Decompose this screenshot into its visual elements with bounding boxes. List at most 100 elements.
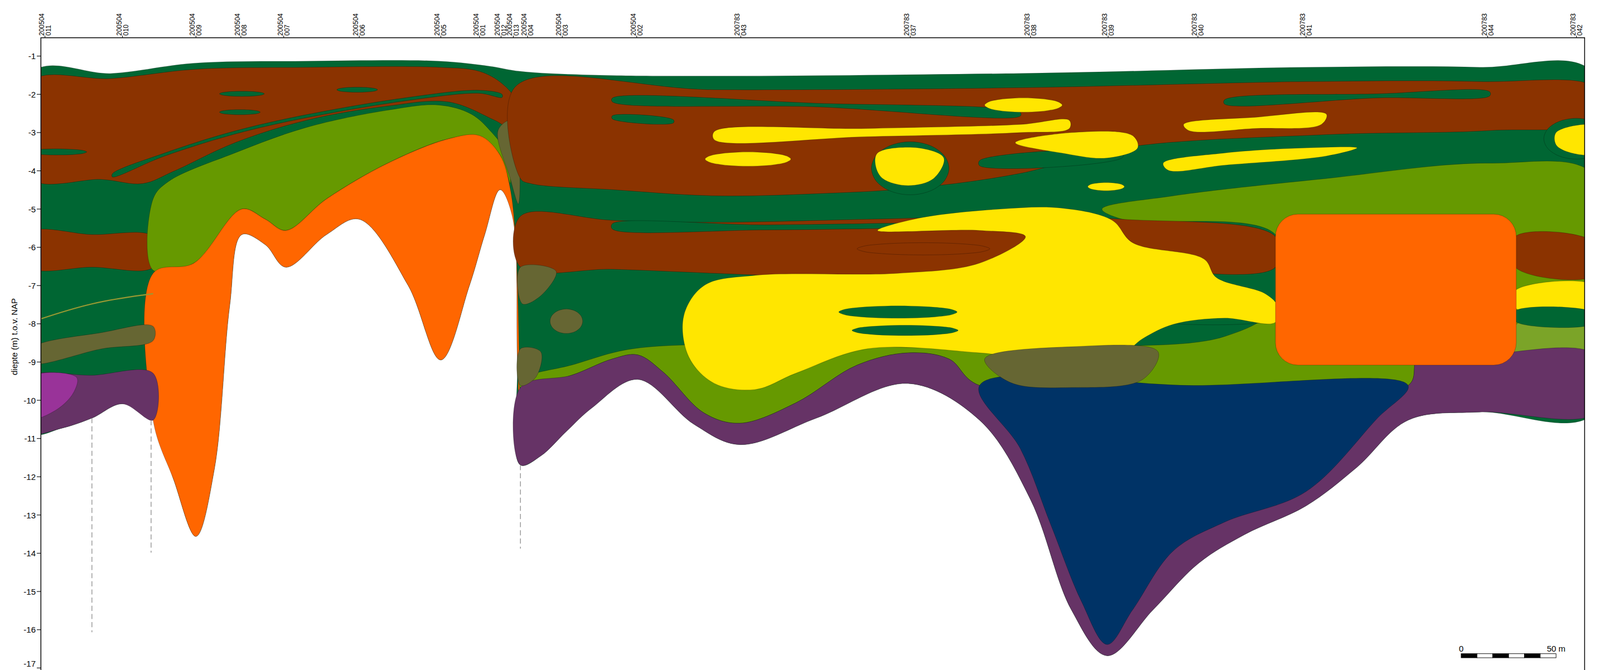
borehole-label: 200783 041 <box>1299 10 1313 36</box>
depth-tick-label: -6 <box>28 242 36 253</box>
borehole-tick <box>500 35 502 38</box>
borehole-label: 200504 006 <box>352 10 366 36</box>
scale-bar <box>1508 654 1525 659</box>
scale-bar <box>1461 654 1477 659</box>
depth-tick-label: -14 <box>23 548 36 559</box>
borehole-label: 200504 013 <box>506 10 520 36</box>
borehole-tick <box>740 35 742 38</box>
borehole-label: 200783 038 <box>1023 10 1038 36</box>
depth-tick <box>36 285 41 287</box>
depth-tick-label: -1 <box>28 51 36 61</box>
depth-tick <box>36 132 41 133</box>
borehole-extension <box>91 418 93 633</box>
soil-layer <box>516 347 543 386</box>
soil-layer <box>1163 146 1358 172</box>
depth-tick-label: -7 <box>28 281 36 291</box>
depth-tick <box>36 94 41 95</box>
borehole-label: 200504 009 <box>189 10 203 36</box>
borehole-label: 200504 001 <box>472 10 487 36</box>
borehole-tick <box>513 35 514 38</box>
borehole-tick <box>283 35 284 38</box>
depth-tick <box>36 668 41 669</box>
soil-layer <box>682 206 1279 390</box>
borehole-tick <box>1576 35 1577 38</box>
borehole-tick <box>527 35 528 38</box>
scale-label: 0 <box>1458 644 1464 654</box>
borehole-label: 200783 040 <box>1191 10 1205 36</box>
depth-tick <box>36 247 41 248</box>
soil-layer <box>513 347 1585 657</box>
borehole-extension <box>519 465 521 549</box>
soil-layer <box>1510 231 1585 280</box>
depth-tick-label: -5 <box>28 204 36 215</box>
borehole-label: 200504 004 <box>520 10 535 36</box>
depth-tick <box>36 361 41 363</box>
depth-tick <box>36 55 41 57</box>
soil-layer <box>978 375 1409 646</box>
borehole-tick <box>1030 35 1031 38</box>
depth-tick <box>36 400 41 401</box>
depth-tick <box>36 591 41 593</box>
borehole-label: 200504 007 <box>277 10 291 36</box>
soil-layer <box>1015 131 1139 159</box>
depth-tick-label: -13 <box>23 510 36 521</box>
depth-tick <box>36 514 41 516</box>
scale-label: 50 m <box>1547 644 1566 654</box>
soil-layer <box>40 229 158 272</box>
borehole-tick <box>1487 35 1488 38</box>
borehole-label: 200504 012 <box>494 10 508 36</box>
depth-tick-label: -17 <box>23 659 36 669</box>
depth-tick-label: -15 <box>23 587 36 597</box>
borehole-label: 200783 037 <box>903 10 917 36</box>
soil-layer <box>219 91 264 97</box>
scale-bar <box>1476 654 1493 659</box>
borehole-tick <box>479 35 480 38</box>
borehole-label: 200504 011 <box>38 10 52 36</box>
soil-layer <box>40 60 1585 656</box>
depth-tick <box>36 323 41 325</box>
soil-layer <box>1183 112 1327 133</box>
borehole-label: 200783 039 <box>1101 10 1115 36</box>
borehole-label: 200504 002 <box>630 10 644 36</box>
soil-layer <box>40 369 159 435</box>
borehole-tick <box>122 35 123 38</box>
soil-layer <box>871 141 950 195</box>
layer-line <box>40 293 153 323</box>
depth-tick-label: -4 <box>28 166 36 176</box>
borehole-tick <box>359 35 360 38</box>
scale-bar <box>1524 654 1540 659</box>
soil-layer <box>1087 182 1125 191</box>
soil-layer <box>852 325 959 336</box>
borehole-tick <box>195 35 197 38</box>
axis-title: diepte (m) t.o.v. NAP <box>9 298 19 376</box>
borehole-tick <box>240 35 241 38</box>
borehole-tick <box>1197 35 1198 38</box>
soil-layer <box>712 118 1071 144</box>
borehole-label: 200504 008 <box>234 10 248 36</box>
borehole-label: 200504 003 <box>555 10 569 36</box>
scale-bar <box>1540 654 1556 659</box>
scale-bar <box>1492 654 1509 659</box>
soil-layer <box>611 95 1022 119</box>
soil-layer <box>857 242 990 255</box>
depth-tick <box>36 209 41 210</box>
depth-tick-label: -16 <box>23 625 36 635</box>
soil-layer <box>1513 306 1585 328</box>
soil-layer <box>336 86 378 93</box>
borehole-tick <box>636 35 637 38</box>
soil-layer <box>549 308 583 334</box>
borehole-tick <box>44 35 46 38</box>
borehole-tick <box>910 35 911 38</box>
borehole-label: 200783 044 <box>1481 10 1495 36</box>
frame <box>40 37 1585 670</box>
depth-tick-label: -12 <box>23 472 36 482</box>
frame-and-ticks <box>36 35 1585 670</box>
depth-tick <box>36 553 41 554</box>
depth-tick <box>36 476 41 478</box>
depth-tick-label: -10 <box>23 395 36 406</box>
borehole-tick <box>1107 35 1109 38</box>
soil-layer <box>219 109 260 115</box>
depth-tick <box>36 170 41 172</box>
soil-layer <box>1543 118 1585 159</box>
